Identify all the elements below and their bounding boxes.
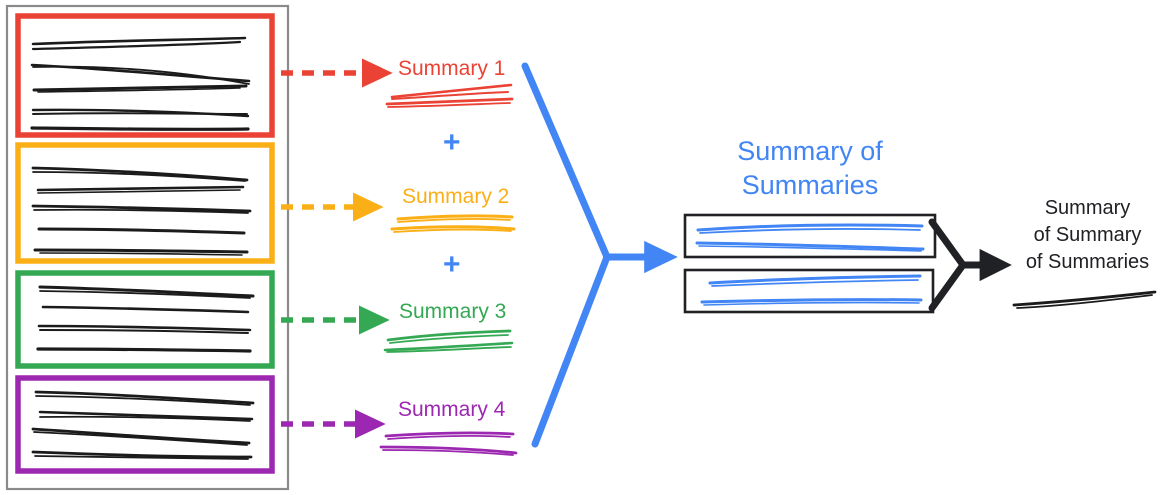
text-squiggle-group	[31, 390, 255, 460]
plus-operator-2: +	[443, 248, 461, 281]
blue-funnel-arrow	[521, 62, 611, 448]
source-chunk-green[interactable]	[15, 270, 275, 369]
summary-of-summaries-title: Summary of Summaries	[688, 135, 932, 203]
summary-2-squiggle	[390, 214, 516, 233]
black-funnel-arrow	[928, 218, 967, 312]
summary-2-label: Summary 2	[402, 185, 510, 208]
sos-box-1[interactable]	[683, 213, 937, 259]
source-chunk-orange[interactable]	[15, 142, 275, 264]
summary-3-label: Summary 3	[399, 300, 507, 323]
text-squiggle-group	[36, 285, 255, 353]
final-summary-title: Summary of Summary of Summaries	[1005, 195, 1170, 276]
summary-3-squiggle	[383, 329, 514, 353]
final-summary-squiggle	[1012, 290, 1157, 309]
plus-operator-1: +	[443, 126, 461, 159]
final-title-line-2: of Summary	[1033, 224, 1142, 246]
source-chunk-red[interactable]	[15, 13, 275, 138]
summary-4-squiggle	[379, 431, 518, 456]
sos-title-line-1: Summary of	[737, 136, 883, 166]
text-squiggle-group	[31, 166, 252, 256]
final-title-line-1: Summary	[1044, 197, 1131, 219]
text-squiggle-group	[30, 36, 251, 132]
summary-1-squiggle	[385, 83, 514, 108]
final-title-line-3: of Summaries	[1025, 251, 1150, 273]
source-chunk-purple[interactable]	[15, 375, 275, 474]
summary-4-label: Summary 4	[398, 398, 506, 421]
sos-title-line-2: Summaries	[741, 169, 879, 200]
summary-1-label: Summary 1	[398, 57, 506, 80]
sos-box-2[interactable]	[683, 268, 935, 314]
